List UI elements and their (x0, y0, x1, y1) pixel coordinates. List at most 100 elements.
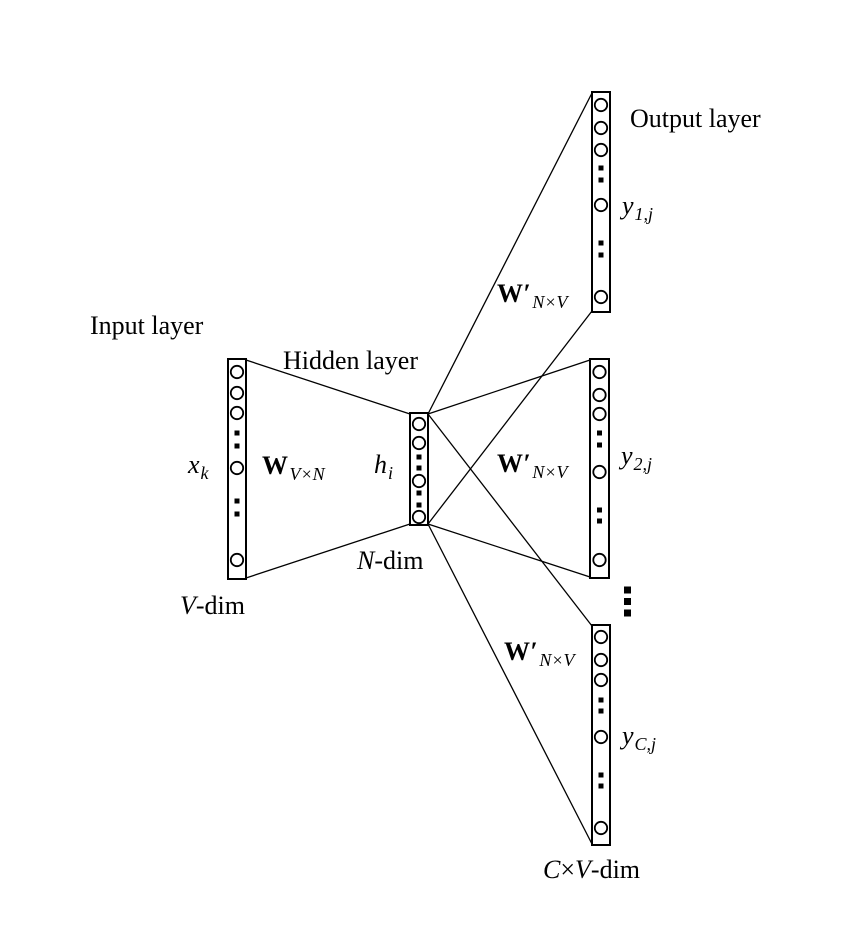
neuron-circle (229, 364, 245, 380)
weight-matrix-label-text: V×N (289, 464, 325, 484)
ellipsis-dot (624, 609, 631, 617)
weight-prime-matrix-1-label-text: N×V (532, 292, 568, 312)
column-ellipsis-dot (234, 511, 240, 517)
output-vector-1-label-text: y (622, 191, 634, 220)
neuron-circle (593, 197, 609, 213)
input-layer-column (227, 358, 247, 580)
weight-prime-matrix-2-label-text: ′ (523, 449, 532, 478)
column-ellipsis-dot (597, 442, 602, 448)
ellipsis-dot (624, 598, 631, 605)
column-ellipsis-dot (597, 430, 602, 436)
output-vector-c-label: yC,j (622, 721, 657, 755)
v-dim-label-text: V (180, 591, 196, 620)
column-ellipsis-dot (234, 443, 240, 449)
edge-hidden-output2-top (427, 359, 591, 415)
input-vector-label: xk (188, 450, 209, 484)
output-layer-label-text: Output layer (630, 104, 761, 133)
weight-matrix-label-text: W (262, 451, 289, 480)
neuron-circle (593, 820, 609, 836)
column-ellipsis-dot (598, 240, 604, 246)
weight-prime-matrix-1-label-text: ′ (523, 279, 532, 308)
output-vector-c-label-text: y (622, 721, 634, 750)
weight-matrix-label: WV×N (262, 451, 325, 485)
column-ellipsis-dot (416, 454, 422, 460)
output-vector-c-label-text: C,j (634, 734, 657, 754)
input-layer-label-text: Input layer (90, 311, 204, 340)
output-panel-3 (591, 624, 611, 846)
weight-prime-matrix-3-label-text: ′ (530, 637, 539, 666)
output-vector-2-label-text: y (621, 441, 633, 470)
n-dim-label-text: N (357, 546, 375, 575)
column-ellipsis-dot (598, 165, 604, 171)
neuron-circle (593, 142, 609, 158)
column-ellipsis-dot (598, 783, 604, 789)
neuron-circle (229, 460, 245, 476)
edge-hidden-output1-top (427, 92, 593, 415)
hidden-layer-label: Hidden layer (283, 346, 419, 376)
edge-hidden-output1-bottom (427, 310, 593, 525)
weight-prime-matrix-3-label-text: N×V (539, 650, 575, 670)
neuron-circle (593, 97, 609, 113)
edge-input-hidden-bottom (245, 523, 411, 579)
v-dim-label: V-dim (180, 591, 245, 621)
weight-prime-matrix-3-label: W′N×V (504, 637, 575, 671)
output-panels-ellipsis (624, 586, 631, 617)
output-panel-1 (591, 91, 611, 313)
neuron-circle (593, 629, 609, 645)
edge-hidden-output2-bottom (427, 523, 591, 578)
hidden-vector-label-text: h (374, 450, 387, 479)
neuron-circle (593, 120, 609, 136)
column-ellipsis-dot (598, 772, 604, 778)
weight-prime-matrix-2-label: W′N×V (497, 449, 568, 483)
hidden-layer-column (409, 412, 429, 526)
column-ellipsis-dot (416, 465, 422, 471)
neuron-circle (411, 416, 427, 432)
weight-prime-matrix-1-label: W′N×V (497, 279, 568, 313)
n-dim-label-text: -dim (374, 546, 424, 575)
hidden-vector-label-text: i (388, 463, 394, 483)
neuron-circle (592, 406, 607, 422)
ellipsis-dot (624, 586, 631, 594)
column-ellipsis-dot (234, 430, 240, 436)
neuron-circle (411, 435, 427, 451)
cv-dim-label: C×V-dim (543, 855, 641, 885)
input-layer-label: Input layer (90, 311, 204, 341)
neuron-circle (593, 652, 609, 668)
neuron-circle (593, 672, 609, 688)
v-dim-label-text: -dim (195, 591, 245, 620)
edge-hidden-output3-top (427, 413, 593, 627)
edge-hidden-output3-bottom (427, 523, 593, 845)
hidden-layer-label-text: Hidden layer (283, 346, 419, 375)
weight-prime-matrix-2-label-text: W (497, 449, 524, 478)
column-ellipsis-dot (597, 518, 602, 524)
column-ellipsis-dot (598, 708, 604, 714)
input-vector-label-text: k (200, 463, 209, 483)
weight-prime-matrix-2-label-text: N×V (532, 462, 568, 482)
output-vector-1-label: y1,j (622, 191, 654, 225)
neuron-circle (411, 473, 427, 489)
neuron-circle (229, 385, 245, 401)
neuron-circle (592, 387, 607, 403)
column-ellipsis-dot (416, 502, 422, 508)
weight-prime-matrix-1-label-text: W (497, 279, 524, 308)
output-vector-1-label-text: 1,j (634, 204, 654, 224)
neuron-circle (229, 405, 245, 421)
cv-dim-label-text: C (543, 855, 561, 884)
hidden-vector-label: hi (374, 450, 394, 484)
output-vector-2-label: y2,j (621, 441, 652, 475)
neuron-circle (592, 464, 607, 480)
output-panel-2 (589, 358, 610, 579)
cv-dim-label-text: × (560, 855, 576, 884)
input-vector-label-text: x (188, 450, 200, 479)
output-layer-label: Output layer (630, 104, 761, 134)
n-dim-label: N-dim (357, 546, 424, 576)
neuron-circle (592, 364, 607, 380)
cv-dim-label-text: V (575, 855, 591, 884)
cv-dim-label-text: -dim (590, 855, 641, 884)
column-ellipsis-dot (598, 252, 604, 258)
edge-input-hidden-top (245, 359, 411, 415)
weight-prime-matrix-3-label-text: W (504, 637, 531, 666)
neuron-circle (593, 289, 609, 305)
